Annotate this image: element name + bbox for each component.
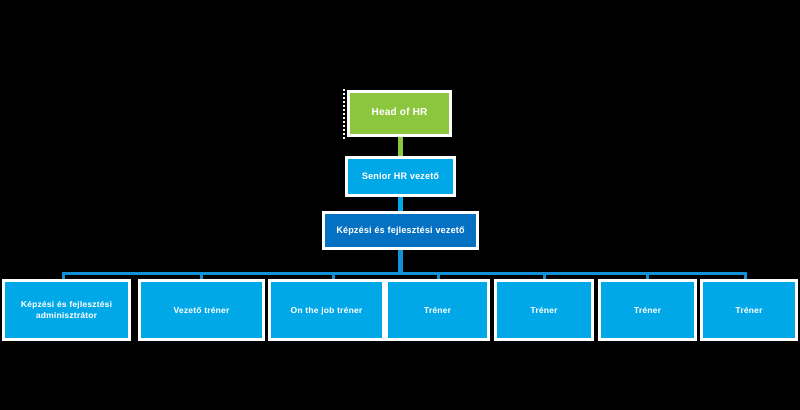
node-trener-3[interactable]: Tréner	[598, 279, 697, 341]
connector-stub-leaf-6	[646, 272, 649, 281]
node-senior-hr-vezeto[interactable]: Senior HR vezető	[345, 156, 456, 197]
node-trener-1-label: Tréner	[423, 304, 452, 315]
node-trener-4[interactable]: Tréner	[700, 279, 798, 341]
connector-root-to-level2	[398, 134, 403, 160]
connector-stub-leaf-4	[437, 272, 440, 281]
node-senior-hr-vezeto-label: Senior HR vezető	[361, 170, 440, 181]
node-vezeto-trener-label: Vezető tréner	[173, 304, 230, 315]
connector-stub-leaf-2	[200, 272, 203, 281]
connector-stub-leaf-1	[62, 272, 65, 281]
node-trener-2-label: Tréner	[530, 304, 558, 315]
connector-level3-to-bar	[398, 250, 403, 275]
node-on-the-job-trener-label: On the job tréner	[290, 304, 363, 315]
node-kepzesi-es-fejlesztesi-vezeto-label: Képzési és fejlesztési vezető	[336, 224, 465, 235]
connector-stub-leaf-3	[332, 272, 335, 281]
connector-stub-leaf-5	[543, 272, 546, 281]
node-kepzesi-es-fejlesztesi-adminisztrator[interactable]: Képzési és fejlesztési adminisztrátor	[2, 279, 131, 341]
node-on-the-job-trener[interactable]: On the job tréner	[268, 279, 385, 341]
node-head-of-hr[interactable]: Head of HR	[347, 90, 452, 137]
node-vezeto-trener[interactable]: Vezető tréner	[138, 279, 265, 341]
connector-stub-leaf-7	[744, 272, 747, 281]
connector-level2-to-level3	[398, 196, 403, 216]
node-head-of-hr-label: Head of HR	[371, 107, 428, 119]
node-trener-2[interactable]: Tréner	[494, 279, 594, 341]
node-trener-1[interactable]: Tréner	[385, 279, 490, 341]
connector-horizontal-bar	[62, 272, 746, 275]
node-trener-3-label: Tréner	[633, 304, 662, 315]
node-trener-4-label: Tréner	[735, 304, 763, 315]
node-kepzesi-es-fejlesztesi-adminisztrator-label: Képzési és fejlesztési adminisztrátor	[20, 299, 113, 320]
node-kepzesi-es-fejlesztesi-vezeto[interactable]: Képzési és fejlesztési vezető	[322, 211, 479, 250]
root-selection-edge	[343, 89, 345, 139]
